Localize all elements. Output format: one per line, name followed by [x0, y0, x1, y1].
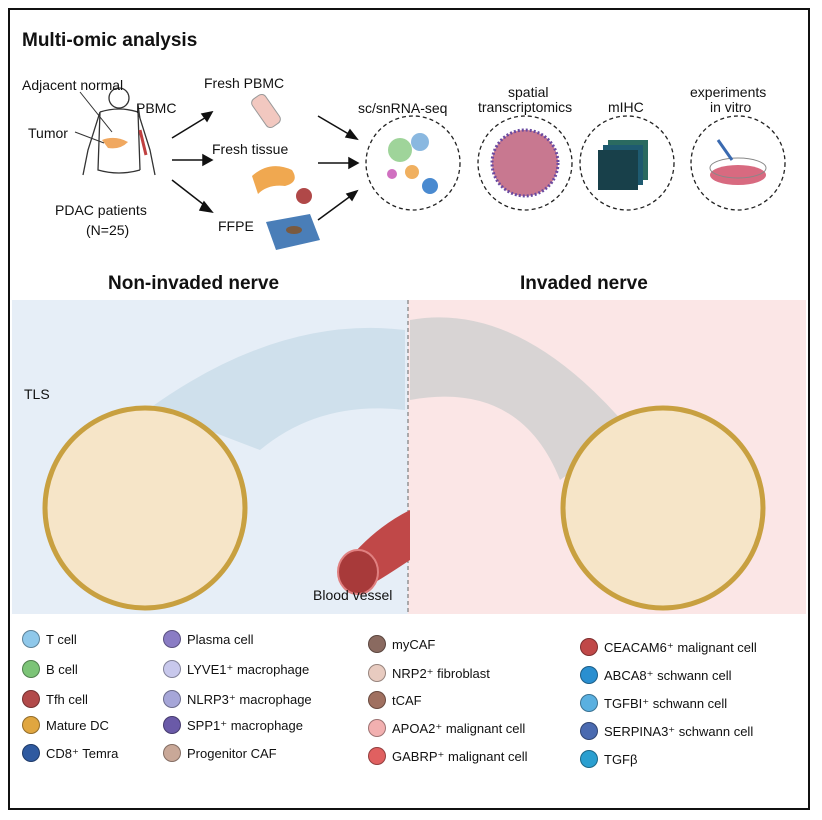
legend-label: LYVE1⁺ macrophage — [187, 662, 310, 677]
apoa2-malignant-icon — [368, 719, 386, 737]
legend-label: Progenitor CAF — [187, 746, 277, 761]
tls-label: TLS — [24, 386, 50, 402]
tcaf-icon — [368, 691, 386, 709]
legend-label: myCAF — [392, 637, 436, 652]
cd8-temra-icon — [22, 744, 40, 762]
blood-vessel-arm-icon — [138, 129, 148, 156]
right-nerve-sheath — [410, 317, 630, 480]
fresh-tissue-label: Fresh tissue — [212, 141, 289, 157]
scrna-circle — [365, 115, 461, 211]
mihc-stack-icon — [598, 140, 648, 190]
ffpe-label: FFPE — [218, 218, 254, 234]
mihc-circle — [579, 115, 675, 211]
legend-label: NRP2⁺ fibroblast — [392, 666, 490, 681]
mature-dc-icon — [22, 716, 40, 734]
tissue-icon — [252, 166, 312, 204]
legend-label: B cell — [46, 662, 78, 677]
legend-label: tCAF — [392, 693, 422, 708]
page-title: Multi-omic analysis — [22, 30, 198, 51]
legend-label: ABCA8⁺ schwann cell — [604, 668, 732, 683]
spatial-spots-icon — [492, 130, 558, 196]
legend-label: TGFβ — [604, 752, 638, 767]
legend-label: CEACAM6⁺ malignant cell — [604, 640, 757, 655]
abca8-schwann-icon — [580, 666, 598, 684]
nlrp3-macrophage-icon — [163, 690, 181, 708]
mycaf-icon — [368, 635, 386, 653]
spatial-label-1: spatial — [508, 84, 549, 100]
legend-label: CD8⁺ Temra — [46, 746, 119, 761]
patients-label: PDAC patients — [55, 202, 147, 218]
t-cell-icon — [22, 630, 40, 648]
legend-label: Mature DC — [46, 718, 109, 733]
tube-icon — [251, 93, 281, 129]
plasma-cell-icon — [163, 630, 181, 648]
experiments-label-2: in vitro — [710, 99, 752, 115]
legend-label: T cell — [46, 632, 77, 647]
scrna-label: sc/snRNA-seq — [358, 100, 448, 116]
ffpe-block-icon — [266, 214, 320, 250]
ceacam6-malignant-icon — [580, 638, 598, 656]
experiments-label-1: experiments — [690, 84, 767, 100]
tgfb-icon — [580, 750, 598, 768]
sample-arrows — [171, 110, 360, 221]
spatial-circle — [477, 115, 573, 211]
fresh-pbmc-label: Fresh PBMC — [204, 75, 285, 91]
nrp2-fibroblast-icon — [368, 664, 386, 682]
invaded-title: Invaded nerve — [520, 273, 648, 294]
serpina3-schwann-icon — [580, 722, 598, 740]
legend-label: SPP1⁺ macrophage — [187, 718, 303, 733]
umap-icon — [387, 133, 438, 194]
spp1-macrophage-icon — [163, 716, 181, 734]
lyve1-macrophage-icon — [163, 660, 181, 678]
left-nerve — [42, 405, 248, 611]
right-nerve — [560, 405, 766, 611]
mihc-label: mIHC — [608, 99, 644, 115]
legend-label: GABRP⁺ malignant cell — [392, 749, 528, 764]
legend-label: Tfh cell — [46, 692, 88, 707]
figure-frame — [8, 8, 810, 810]
b-cell-icon — [22, 660, 40, 678]
legend-label: TGFBI⁺ schwann cell — [604, 696, 728, 711]
legend-label: SERPINA3⁺ schwann cell — [604, 724, 754, 739]
tfh-cell-icon — [22, 690, 40, 708]
patient-figure-icon — [82, 87, 156, 176]
spatial-label-2: transcriptomics — [478, 99, 573, 115]
legend-label: APOA2⁺ malignant cell — [392, 721, 526, 736]
pancreas-icon — [102, 137, 128, 149]
legend-label: Plasma cell — [187, 632, 254, 647]
pbmc-label: PBMC — [136, 100, 177, 116]
progenitor-caf-icon — [163, 744, 181, 762]
gabrp-malignant-icon — [368, 747, 386, 765]
adjacent-normal-label: Adjacent normal — [22, 77, 124, 93]
tumor-label: Tumor — [28, 125, 68, 141]
left-nerve-sheath — [150, 327, 405, 450]
legend-label: NLRP3⁺ macrophage — [187, 692, 312, 707]
non-invaded-title: Non-invaded nerve — [108, 273, 280, 294]
patients-count: (N=25) — [86, 222, 130, 238]
petri-dish-icon — [709, 139, 767, 185]
blood-vessel-label: Blood vessel — [313, 587, 393, 603]
tgfbi-schwann-icon — [580, 694, 598, 712]
experiment-circle — [690, 115, 786, 211]
